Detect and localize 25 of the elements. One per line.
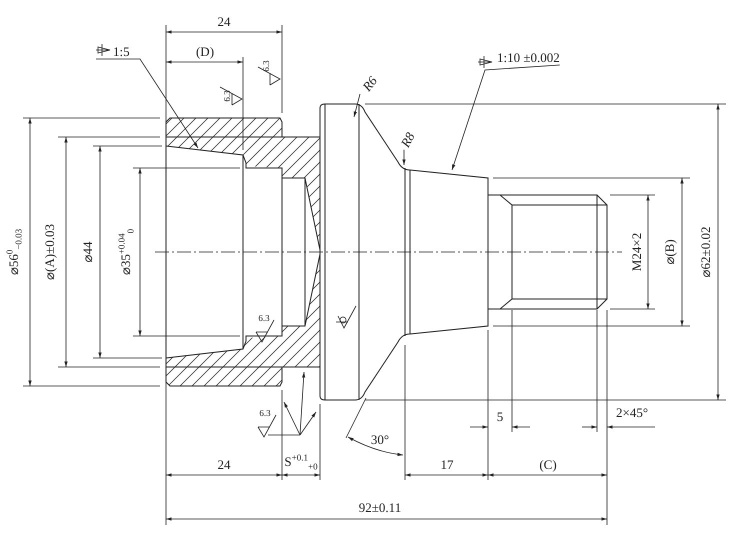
roughness-value: 6.3 — [258, 312, 270, 325]
leader-line — [452, 64, 560, 170]
taper-ratio: 1:10 ±0.002 — [497, 51, 560, 65]
dimension-text: 5 — [496, 410, 504, 424]
dimension-text: 92±0.11 — [358, 501, 402, 515]
radius-label: R8 — [398, 130, 418, 150]
roughness-value: 6.3 — [259, 407, 271, 420]
leader-line — [354, 94, 360, 118]
dimension-text: (C) — [539, 458, 557, 472]
dimension-text: ⌀44 — [81, 242, 95, 262]
taper-ratio: 1:5 — [113, 45, 130, 59]
dimension-text: ⌀62±0.02 — [699, 226, 713, 278]
radius-label: R6 — [360, 74, 380, 94]
chamfer-dimension: 2×45° — [616, 406, 648, 420]
dimension-text: ⌀(A)±0.03 — [43, 224, 57, 280]
angle-text: 30° — [370, 433, 390, 447]
leader-line — [96, 58, 198, 148]
thread-dimension: M24×2 — [630, 232, 644, 272]
dimension-text: 17 — [440, 458, 454, 472]
roughness-value: 6.3 — [221, 90, 233, 102]
dimension-text: 24 — [218, 458, 230, 472]
dimension-text: (D) — [196, 45, 214, 59]
dimension-text: ⌀(B) — [663, 239, 677, 265]
dimension-text: 24 — [218, 15, 230, 29]
leader-line — [402, 149, 406, 166]
